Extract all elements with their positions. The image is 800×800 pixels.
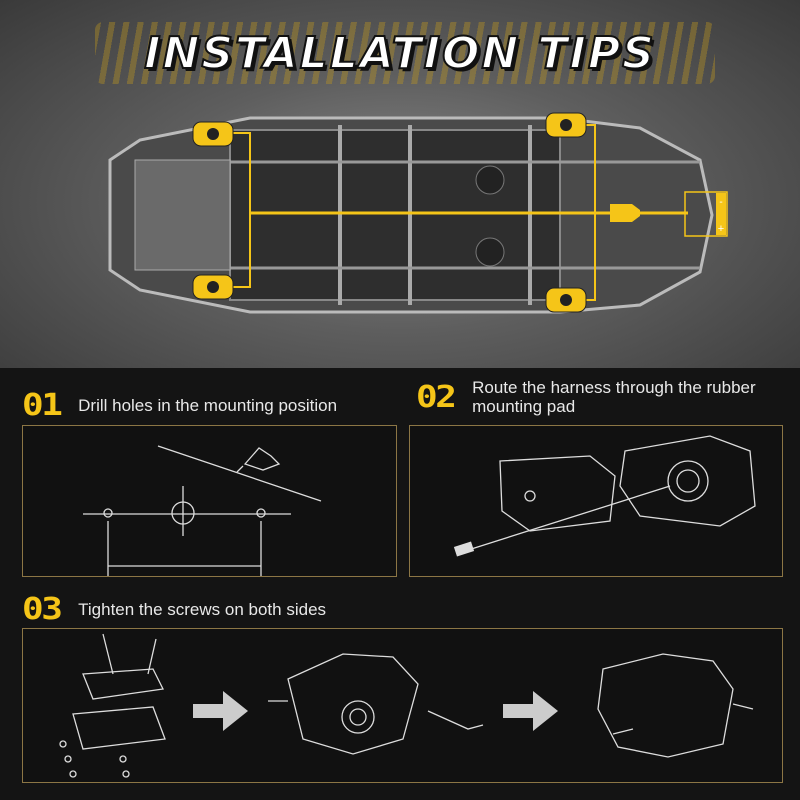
arrow-right-icon (503, 691, 558, 731)
step-3-text: Tighten the screws on both sides (78, 600, 327, 619)
arrow-right-icon (193, 691, 248, 731)
step-1-number: 01 (22, 388, 63, 423)
step-1-panel (22, 425, 397, 577)
battery-icon: - + (684, 191, 728, 237)
connector-plug (610, 204, 640, 222)
rock-light-rear-right (545, 287, 587, 313)
title-brush-background (95, 22, 715, 84)
step-1-text: Drill holes in the mounting position (78, 396, 338, 415)
step-3-number: 03 (22, 592, 63, 627)
tighten-screws-diagram (59, 633, 754, 778)
battery-plus: + (718, 223, 724, 235)
step-2-text: Route the harness through the rubber mou… (472, 378, 756, 416)
wiring-harness (232, 124, 688, 301)
page-title: INSTALLATION TIPS (143, 27, 656, 80)
step-3-panel (22, 628, 783, 783)
rock-light-rear-left (192, 274, 234, 300)
step-2-heading: 02 Route the harness through the rubber … (416, 378, 782, 416)
step-3-heading: 03 Tighten the screws on both sides (22, 592, 326, 627)
drill-icon (236, 447, 281, 473)
drill-holes-diagram (83, 445, 322, 576)
chassis (108, 116, 714, 314)
rock-light-front-left (192, 121, 234, 147)
battery-minus: - (719, 197, 722, 208)
harness-routing-diagram (453, 435, 756, 557)
step-2-panel (409, 425, 783, 577)
step-2-number: 02 (416, 379, 457, 415)
car-chassis-illustration: - + (108, 112, 728, 314)
rock-light-front-right (545, 112, 587, 138)
step-1-heading: 01 Drill holes in the mounting position (22, 388, 337, 423)
hero-chassis-diagram: INSTALLATION TIPS - + (0, 0, 800, 368)
